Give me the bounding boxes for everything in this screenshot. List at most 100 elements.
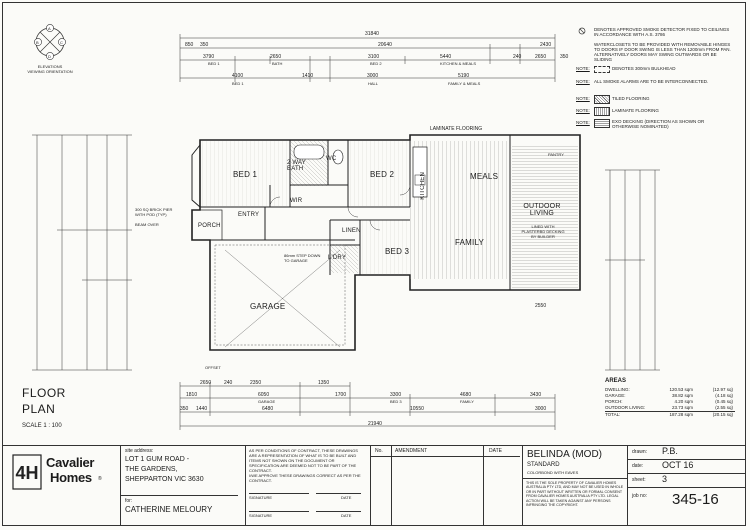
note-decking: EXO DECKING (DIRECTION AS SHOWN OR OTHER… [612, 119, 705, 129]
note-alarms: ALL SMOKE ALARMS ARE TO BE INTERCONNECTE… [594, 79, 709, 84]
decking-swatch [594, 119, 610, 128]
room-wir: WIR [290, 198, 303, 204]
floor-plan [191, 134, 581, 351]
dim-bot-2e: 1700 [335, 392, 347, 398]
dim-top-2c: 20640 [378, 42, 392, 48]
note-tiled: TILED FLOORING [612, 96, 650, 101]
dim-bot-3a: 350 [180, 406, 189, 412]
note-tag-4: NOTE: [576, 108, 590, 113]
cavalier-homes-logo: 4H Cavalier Homes ® [12, 452, 107, 492]
floor-plan-scale: SCALE 1 : 100 [22, 423, 62, 429]
note-tag-3: NOTE: [576, 96, 590, 101]
date-label-2: DATE [341, 513, 352, 518]
areas-row: PORCH:4.20 sqm(0.45 sq) [605, 399, 733, 404]
dim-top-4d: 1410 [302, 73, 314, 79]
copyright-notice: THIS IS THE SOLE PROPERTY OF CAVALIER HO… [526, 481, 624, 508]
dim-bot-1e: 1350 [318, 380, 330, 386]
room-kitchen: KITCHEN [420, 172, 426, 200]
dim-label4-bed1: BED 1 [232, 81, 244, 86]
side-note-beam: BEAM OVER [135, 222, 159, 227]
amend-divider-1 [391, 445, 392, 526]
compass-a: A [48, 26, 51, 31]
outdoor-note: LINED WITH PLASTERBD DECKING BY BUILDER [521, 224, 565, 239]
dim-top-3g: 5440 [440, 54, 452, 60]
design-colorbond: COLORBOND WITH EAVES [527, 470, 579, 475]
title-block-top-rule [2, 445, 746, 446]
compass-icon [34, 24, 66, 60]
floor-plan-title-2: PLAN [22, 402, 56, 416]
side-note-step: 86mm STEP DOWN TO GARAGE [284, 253, 321, 263]
room-linen: LINEN [342, 228, 361, 234]
dim-label4-family: FAMILY & MEALS [448, 81, 481, 86]
room-bath: 2 WAY BATH [287, 160, 306, 172]
sheet-value: 3 [662, 474, 668, 484]
signature-line-2 [249, 511, 309, 512]
dim-bot-1a: 2650 [200, 380, 212, 386]
dim-bot-1b: 240 [224, 380, 233, 386]
right-dimension-lines [605, 169, 660, 371]
room-bed2: BED 2 [370, 170, 395, 179]
dim-bot-1c: 2350 [250, 380, 262, 386]
signature-line-1 [249, 493, 309, 494]
room-outdoor: OUTDOOR LIVING [523, 203, 561, 217]
drawing-info-block: drawn: P.B. date: OCT 16 sheet: 3 job no… [627, 445, 746, 526]
room-porch: PORCH [198, 223, 221, 229]
design-standard: STANDARD [527, 462, 560, 468]
design-name: BELINDA (MOD) [527, 449, 603, 460]
drawn-label: drawn: [632, 449, 648, 455]
top-dimension-lines [179, 34, 556, 82]
dim-total-top: 31840 [365, 31, 379, 37]
date-line-1 [316, 493, 361, 494]
offset-label: OFFSET [205, 365, 221, 370]
floor-plan-title-1: FLOOR [22, 386, 66, 400]
dim-top-3c: 2650 [270, 54, 282, 60]
dim-bot-label-garage: GARAGE [258, 399, 276, 404]
sheet-label: sheet: [632, 477, 646, 483]
compass-c: C [60, 40, 63, 45]
dim-bot-2h: 3430 [530, 392, 542, 398]
room-pantry: PANTRY [548, 152, 564, 157]
bottom-dimension-lines [179, 382, 556, 430]
dim-top-2a: 850 [185, 42, 194, 48]
dim-bot-3d: 10550 [410, 406, 424, 412]
room-meals: MEALS [470, 172, 499, 181]
dim-label-bed2: BED 2 [370, 61, 382, 66]
amend-title-header: AMENDMENT [395, 448, 428, 454]
room-bed1: BED 1 [233, 170, 258, 179]
compass-caption-1: ELEVATIONS [37, 64, 63, 69]
dim-bot-2a: 1810 [186, 392, 198, 398]
signature-label-1: SIGNATURE [249, 495, 273, 500]
dim-bot-3b: 1440 [196, 406, 208, 412]
note-laminate: LAMINATE FLOORING [612, 108, 659, 113]
contract-text-2: I/WE APPROVE THESE DRAWINGS CORRECT AS P… [249, 473, 361, 483]
dim-top-2d: 2430 [540, 42, 552, 48]
room-wc: WC [326, 156, 337, 162]
logo-mark-icon: 4H [12, 454, 42, 490]
dim-top-4g: 5190 [458, 73, 470, 79]
left-dimension-lines [32, 134, 132, 371]
client-name: CATHERINE MELOURY [125, 505, 213, 514]
logo-line-1: Cavalier [46, 455, 95, 470]
laminate-flooring-label: LAMINATE FLOORING [430, 126, 483, 132]
site-address-line-1: LOT 1 GUM ROAD - [125, 456, 190, 463]
note-bulkhead: DENOTES 300mm BULKHEAD [612, 66, 676, 71]
dim-total-bottom: 21940 [368, 421, 382, 427]
compass-d: D [48, 54, 51, 59]
dim-right-note: 2550 [535, 303, 547, 309]
dim-label-bed1: BED 1 [208, 61, 220, 66]
room-family: FAMILY [455, 238, 485, 247]
svg-text:4H: 4H [15, 463, 38, 483]
dim-bot-3c: 6480 [262, 406, 274, 412]
dim-top-4f: 3000 [367, 73, 379, 79]
contract-block: AS PER CONDITIONS OF CONTRACT, THESE DRA… [245, 445, 365, 526]
bulkhead-swatch [594, 66, 610, 73]
tiled-swatch [594, 95, 610, 104]
dim-bot-3e: 3000 [535, 406, 547, 412]
dim-top-3i: 2650 [535, 54, 547, 60]
compass-caption-2: VIEWING ORIENTATION [27, 69, 73, 74]
areas-title: AREAS [605, 378, 627, 384]
dim-top-3e: 3100 [368, 54, 380, 60]
dim-top-4b: 4100 [232, 73, 244, 79]
